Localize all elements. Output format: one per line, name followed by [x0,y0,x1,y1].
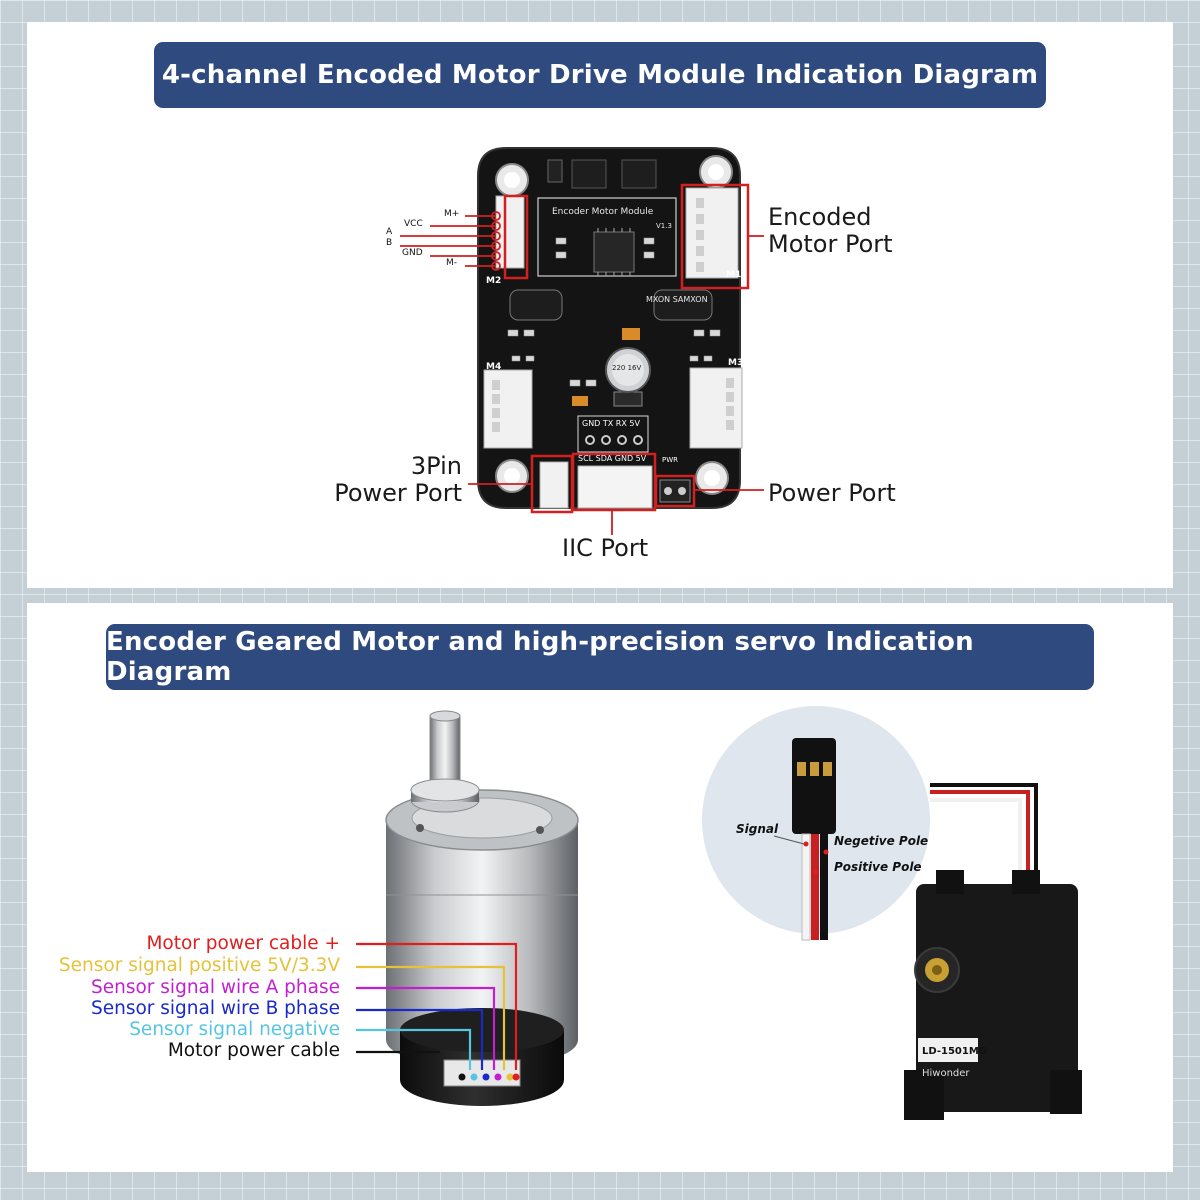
three-pin-line2: Power Port [334,478,462,507]
power-port-label: Power Port [768,479,896,507]
wire-label-sensor-b-phase: Sensor signal wire B phase [90,998,340,1019]
servo-cable [930,783,1038,880]
encoded-motor-port-label: Encoded Motor Port [768,204,893,258]
board-port-m2: M2 [486,276,502,286]
board-iic-pins: SCL SDA GND 5V [578,454,647,463]
servo-model-label: LD-1501MG [922,1046,987,1057]
wire-label-motor-power: Motor power cable [167,1040,340,1061]
servo-negative-label: Negetive Pole [834,834,929,848]
pin-label-m-minus: M- [446,258,458,268]
pin-label-gnd: GND [402,248,423,258]
power-port-highlight [654,474,696,508]
side-pins-highlight [503,194,529,280]
encoded-port-line2: Motor Port [768,229,893,258]
board-cap-brand: MXON SAMXON [646,295,708,304]
top-title-banner: 4-channel Encoded Motor Drive Module Ind… [154,42,1046,108]
servo-body [904,870,1082,1120]
servo-positive-label: Positive Pole [834,860,922,874]
pin-label-m-plus: M+ [444,209,460,219]
board-port-m3: M3 [728,358,744,368]
board-version: V1.3 [656,222,672,230]
wire-label-motor-power-plus: Motor power cable + [146,933,340,954]
board-cap-value: 220 16V [612,364,642,372]
pin-label-b: B [386,238,393,248]
three-pin-power-port-label: 3Pin Power Port [326,453,462,507]
servo-signal-label: Signal [736,822,779,836]
wire-label-sensor-negative: Sensor signal negative [129,1019,340,1040]
board-pwr: PWR [662,456,679,464]
three-pin-line1: 3Pin [410,452,462,480]
bottom-title-banner: Encoder Geared Motor and high-precision … [106,624,1094,690]
wire-label-sensor-a-phase: Sensor signal wire A phase [91,977,340,998]
board-serial-pins: GND TX RX 5V [582,419,640,428]
board-port-m1: M1 [726,270,742,280]
servo-zoom-circle [702,706,930,941]
servo-brand-label: Hiwonder [922,1068,970,1079]
pin-label-vcc: VCC [404,219,423,229]
top-leader-lines [400,215,764,535]
mounting-holes [495,155,733,495]
wire-label-sensor-positive: Sensor signal positive 5V/3.3V [58,955,340,976]
encoded-port-line1: Encoded [768,203,872,231]
board-name: Encoder Motor Module [552,207,654,217]
board-port-m4: M4 [486,362,502,372]
motor-wire-lines [356,942,518,1070]
pin-label-a: A [386,227,393,237]
iic-port-label: IIC Port [562,534,649,562]
pcb-board [477,147,743,509]
